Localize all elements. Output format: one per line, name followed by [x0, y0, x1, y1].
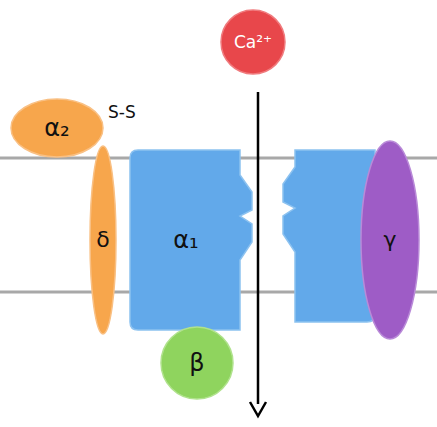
subunit-label: α₁	[173, 228, 198, 252]
subunit-label: γ	[383, 229, 396, 251]
calcium-ion: Ca²⁺	[220, 9, 286, 75]
subunit-label: β	[189, 351, 204, 375]
calcium-flow-arrow	[257, 92, 260, 404]
beta-subunit: β	[160, 326, 234, 400]
arrow-head	[250, 402, 266, 416]
alpha1-subunit-outline	[130, 150, 252, 330]
calcium-ion-outline	[221, 10, 285, 74]
alpha2-subunit: α₂	[10, 98, 104, 158]
subunit-label: α₂	[44, 116, 69, 140]
alpha2-subunit-outline	[11, 99, 103, 157]
disulfide-bond-label: S-S	[108, 104, 136, 121]
alpha1-subunit: α₁	[130, 150, 252, 330]
subunit-label: δ	[96, 229, 109, 251]
subunit-label: Ca²⁺	[234, 34, 272, 51]
gamma-subunit: γ	[360, 140, 420, 340]
gamma-subunit-outline	[361, 141, 419, 339]
delta-subunit: δ	[89, 145, 117, 335]
beta-subunit-outline	[161, 327, 233, 399]
delta-subunit-outline	[90, 146, 116, 334]
